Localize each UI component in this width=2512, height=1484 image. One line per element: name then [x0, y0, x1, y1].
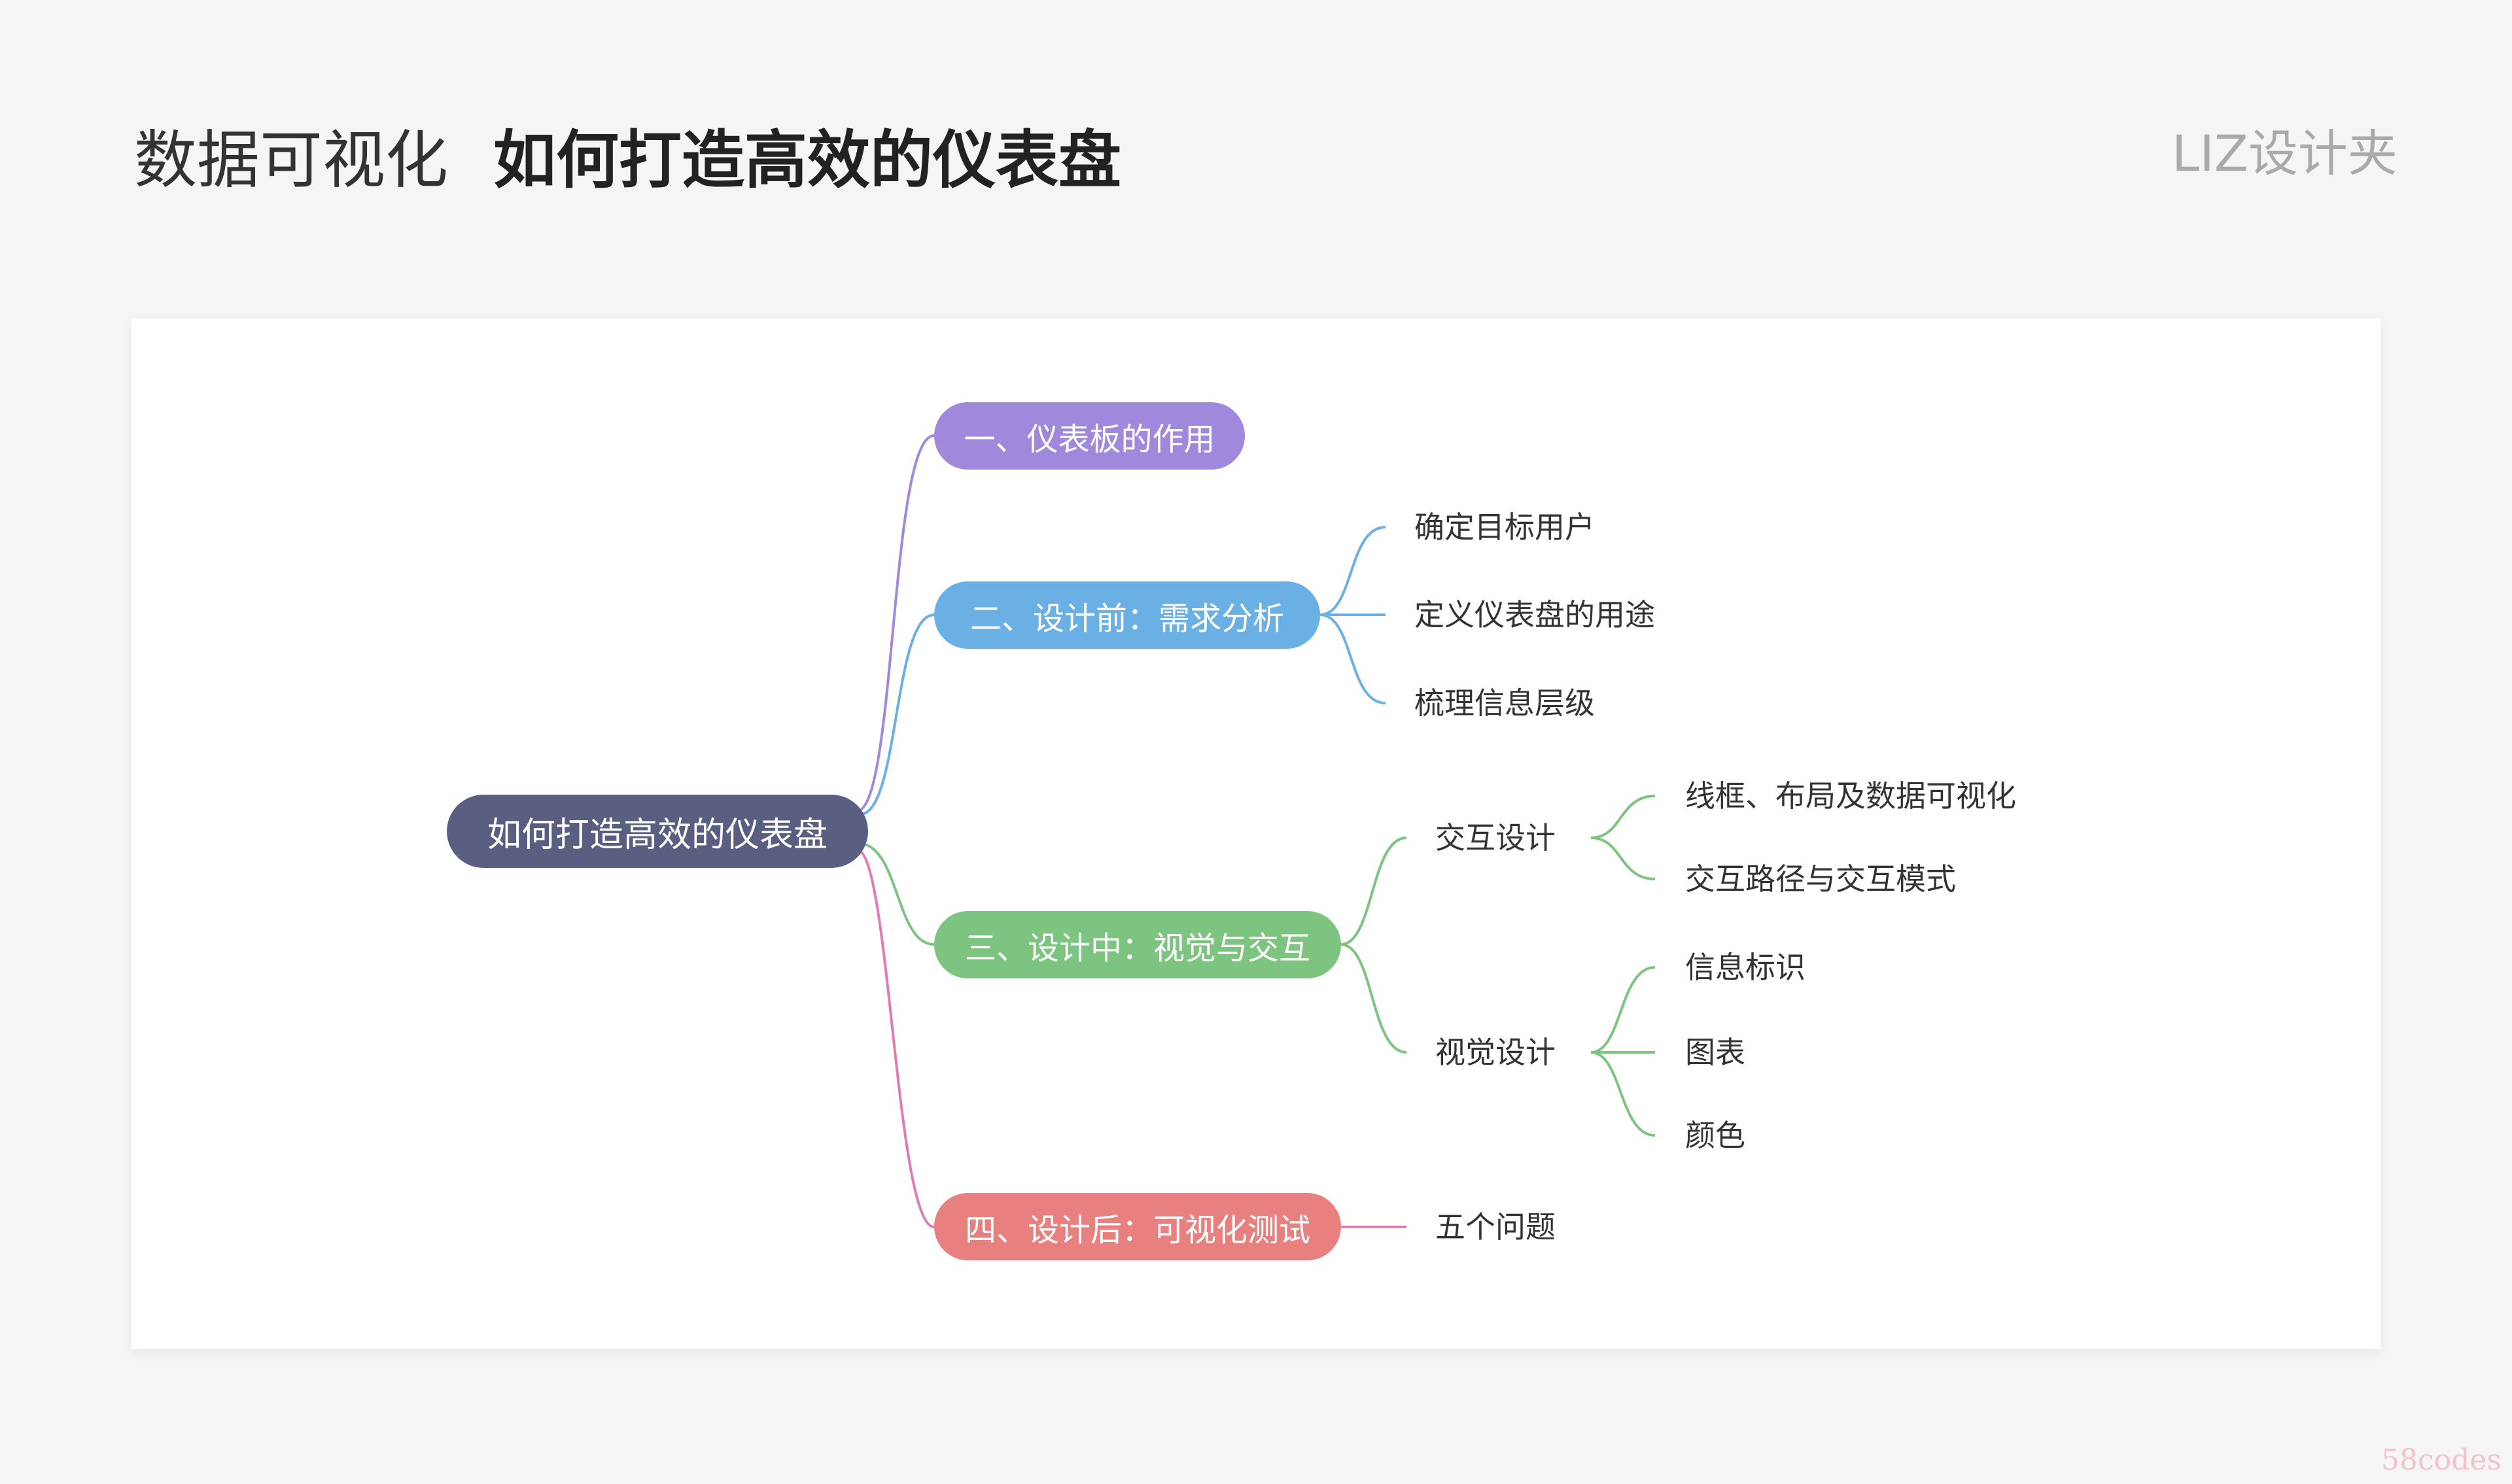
subnode-visual-design[interactable]: 视觉设计: [1435, 1035, 1556, 1070]
branch-node-during-design[interactable]: 三、设计中：视觉与交互: [934, 911, 1341, 978]
leaf-target-users[interactable]: 确定目标用户: [1414, 509, 1595, 545]
leaf-define-purpose[interactable]: 定义仪表盘的用途: [1414, 597, 1655, 632]
connector-interaction-2: [1590, 837, 1656, 880]
subnode-interaction-design[interactable]: 交互设计: [1435, 820, 1556, 855]
leaf-five-questions[interactable]: 五个问题: [1435, 1209, 1556, 1245]
leaf-info-hierarchy[interactable]: 梳理信息层级: [1414, 685, 1595, 721]
connector-interaction-1: [1590, 795, 1656, 839]
page-title-prefix: 数据可视化: [134, 124, 448, 197]
root-node[interactable]: 如何打造高效的仪表盘: [447, 795, 868, 868]
connector-root-branch2: [860, 613, 935, 816]
connector-b3-visual: [1340, 943, 1407, 1054]
connector-b2-leaf1: [1319, 526, 1386, 616]
branch-node-before-design[interactable]: 二、设计前：需求分析: [934, 581, 1320, 649]
connector-root-branch1: [856, 434, 935, 812]
branch-node-purpose[interactable]: 一、仪表板的作用: [934, 402, 1245, 470]
connector-root-branch3: [862, 842, 935, 946]
page-title: 如何打造高效的仪表盘: [493, 124, 1121, 197]
leaf-charts[interactable]: 图表: [1685, 1035, 1745, 1070]
connector-visual-3: [1590, 1051, 1656, 1137]
brand-logo-text: LIZ设计夹: [2172, 124, 2398, 182]
leaf-info-marking[interactable]: 信息标识: [1685, 950, 1806, 985]
connector-visual-1: [1590, 966, 1656, 1054]
connector-root-branch4: [858, 849, 935, 1228]
leaf-interaction-path[interactable]: 交互路径与交互模式: [1685, 861, 1956, 897]
connector-b3-interaction: [1340, 837, 1407, 946]
leaf-colors[interactable]: 颜色: [1685, 1118, 1745, 1153]
branch-node-after-design[interactable]: 四、设计后：可视化测试: [934, 1193, 1341, 1260]
connector-b2-leaf3: [1319, 613, 1386, 704]
leaf-wireframe-layout[interactable]: 线框、布局及数据可视化: [1685, 778, 2016, 814]
watermark: 58codes: [2381, 1443, 2502, 1477]
